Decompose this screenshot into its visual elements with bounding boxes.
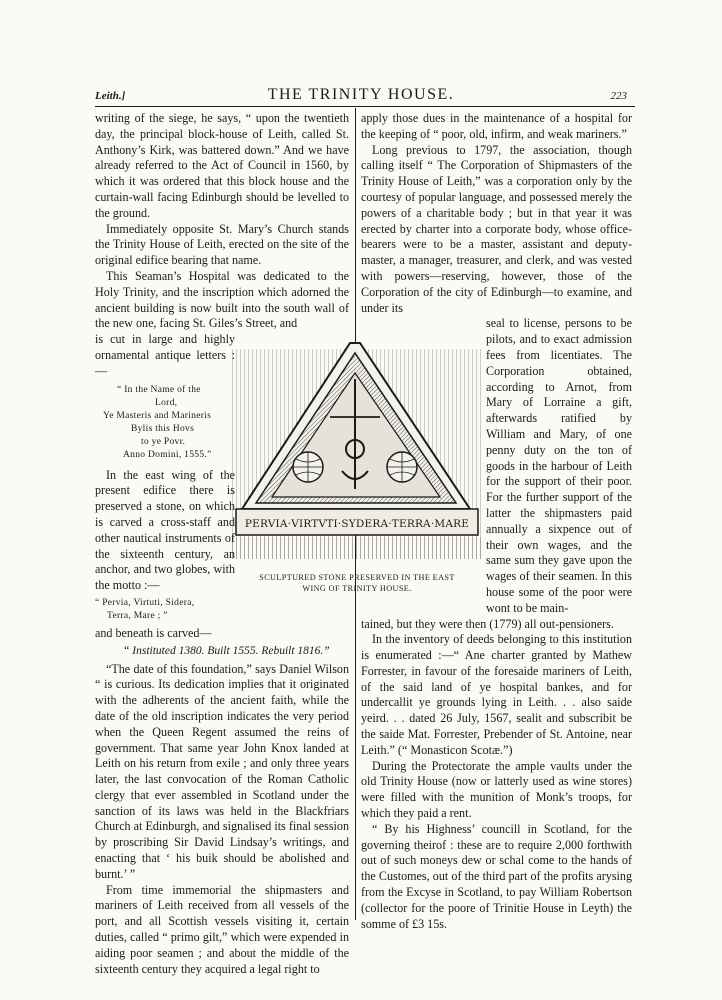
figure-caption: SCULPTURED STONE PRESERVED IN THE EAST W… [232,572,482,594]
motto-line: “ Pervia, Virtuti, Sidera, [95,597,195,608]
left-paragraph-3-wrap: is cut in large and highly ornamental an… [95,332,235,378]
inscription-line: Anno Domini, 1555.” [123,449,212,460]
inscription-line: “ In the Name of the [117,384,201,395]
left-paragraph-4: In the east wing of the present edifice … [95,467,235,593]
right-paragraph-2: Long previous to 1797, the association, … [361,142,632,315]
right-paragraph-4: During the Protectorate the ample vaults… [361,758,632,821]
inscription-line: to ye Povr. [141,436,186,447]
motto-tablet [235,508,479,536]
left-paragraph-2: Immediately opposite St. Mary’s Church s… [95,221,349,268]
inscription-line: Ye Masteris and Marineris [103,410,212,421]
right-paragraph-5: “ By his Highness’ councill in Scotland,… [361,821,632,931]
left-column: writing of the siege, he says, “ upon th… [95,111,349,977]
right-wrap-block: seal to license, persons to be pilots, a… [486,316,632,616]
motto-tablet-text: PERVIA·VIRTVTI·SYDERA·TERRA·MARE [245,518,469,530]
left-wrap-block: is cut in large and highly ornamental an… [95,332,235,623]
right-paragraph-1: apply those dues in the maintenance of a… [361,111,632,141]
header-rule [95,106,635,107]
left-paragraph-5: and beneath is carved— [95,625,212,640]
carved-dates: “ Instituted 1380. Built 1555. Rebuilt 1… [123,644,330,657]
left-paragraph-7: From time immemorial the shipmasters and… [95,882,349,976]
anchor-ring [345,439,365,459]
page-number: 223 [610,90,628,102]
left-paragraph-1: writing of the siege, he says, “ upon th… [95,111,349,220]
running-head-left: Leith.] [95,90,126,102]
right-paragraph-2-wrap: seal to license, persons to be pilots, a… [486,316,632,615]
left-paragraph-3: This Seaman’s Hospital was dedicated to … [95,268,349,331]
caption-line: WING OF TRINITY HOUSE. [302,584,412,593]
inscription-line: Bylis this Hovs [131,423,195,434]
motto: “ Pervia, Virtuti, Sidera, Terra, Mare ;… [95,597,235,623]
inscription-line: Lord, [155,397,178,408]
sculptured-stone-figure: PERVIA·VIRTVTI·SYDERA·TERRA·MARE [232,339,482,571]
anchor-fluke [341,470,369,480]
running-head-title: THE TRINITY HOUSE. [267,86,455,103]
right-column: apply those dues in the maintenance of a… [361,111,632,932]
right-paragraph-2-end: tained, but they were then (1779) all ou… [361,616,614,631]
caption-line: SCULPTURED STONE PRESERVED IN THE EAST [259,573,455,582]
stone-illustration: PERVIA·VIRTVTI·SYDERA·TERRA·MARE [232,342,482,559]
wall-base [232,537,482,559]
left-paragraph-6: “The date of this foundation,” says Dani… [95,661,349,881]
motto-line: Terra, Mare ; ” [107,610,168,621]
inscription-quote: “ In the Name of the Lord, Ye Masteris a… [103,384,235,462]
right-paragraph-3: In the inventory of deeds belonging to t… [361,632,632,757]
